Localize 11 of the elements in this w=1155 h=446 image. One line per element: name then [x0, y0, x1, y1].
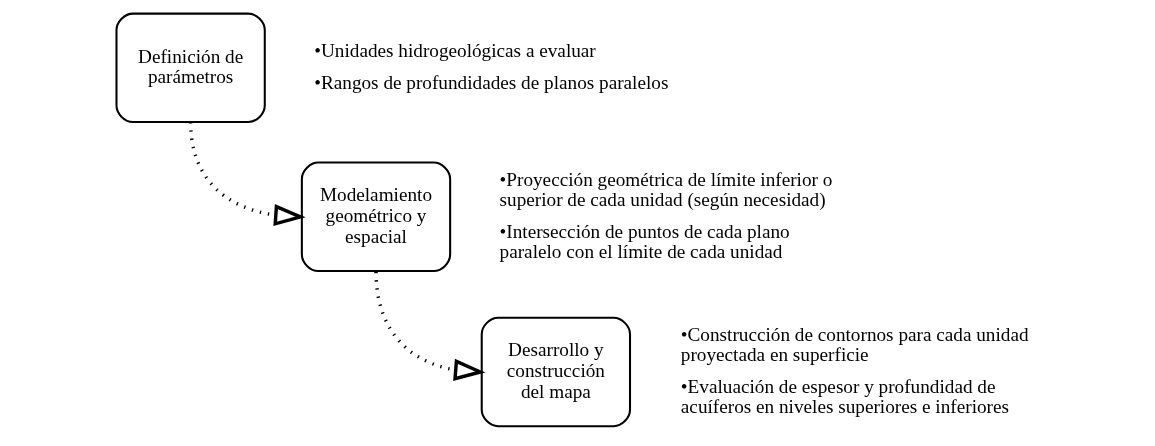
arrow	[374, 271, 486, 381]
node-box: Definición de parámetros	[115, 12, 266, 124]
node-label: •Construcción de contornos para cada unidad proyectada en superficie	[680, 323, 1029, 366]
arrow	[188, 122, 306, 227]
node-box: Modelamiento geométrico y espacial	[300, 161, 452, 273]
node-label: •Proyección geométrica de límite inferior o superior de cada unidad (según necesidad)	[499, 168, 833, 211]
node-label: •Unidades hidrogeológicas a evaluar	[314, 40, 596, 62]
node-box: Desarrollo y construcción del mapa	[480, 316, 632, 428]
node-label: •Evaluación de espesor y profundidad de acuíferos en niveles superiores e inferiores	[680, 375, 1010, 418]
node-label: •Rangos de profundidades de planos paralelos	[314, 71, 669, 93]
node-label: •Intersección de puntos de cada plano paralelo con el límite de cada unidad	[499, 220, 790, 263]
